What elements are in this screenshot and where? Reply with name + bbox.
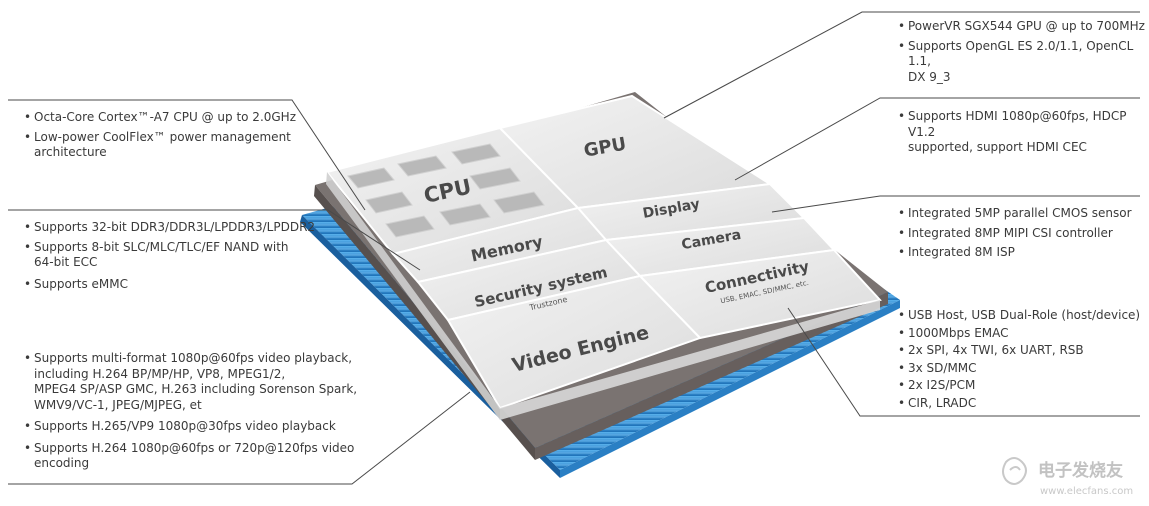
gpu-leader <box>663 11 1140 119</box>
cpu-core <box>365 191 413 214</box>
camera-callout: Integrated 5MP parallel CMOS sensor Inte… <box>898 206 1148 265</box>
video-engine-block <box>446 274 702 410</box>
connectivity-spec-1: USB Host, USB Dual-Role (host/device) <box>898 308 1148 324</box>
cpu-core <box>347 167 395 189</box>
watermark-logo-icon: 电子发烧友 www.elecfans.com <box>1002 457 1133 497</box>
connectivity-callout: USB Host, USB Dual-Role (host/device) 10… <box>898 308 1148 413</box>
connectivity-spec-3: 2x SPI, 4x TWI, 6x UART, RSB <box>898 343 1148 359</box>
video-leader <box>8 391 471 485</box>
memory-spec-2: Supports 8-bit SLC/MLC/TLC/EF NAND with … <box>24 240 324 271</box>
gpu-spec-2: Supports OpenGL ES 2.0/1.1, OpenCL 1.1, … <box>898 39 1148 86</box>
cpu-core <box>451 143 501 165</box>
cpu-spec-2: Low-power CoolFlex™ power management arc… <box>24 130 304 161</box>
cpu-core <box>385 215 435 238</box>
cpu-leader <box>8 99 366 211</box>
die-blocks <box>325 94 882 420</box>
video-spec-3: Supports H.264 1080p@60fps or 720p@120fp… <box>24 441 384 472</box>
connectivity-spec-5: 2x I2S/PCM <box>898 378 1148 394</box>
display-leader <box>734 97 1140 181</box>
memory-spec-3: Supports eMMC <box>24 277 324 293</box>
cpu-cores <box>347 143 545 238</box>
gpu-callout: PowerVR SGX544 GPU @ up to 700MHz Suppor… <box>898 19 1148 89</box>
leader-lines <box>8 11 1140 485</box>
video-callout: Supports multi-format 1080p@60fps video … <box>24 351 384 476</box>
cpu-spec-1: Octa-Core Cortex™-A7 CPU @ up to 2.0GHz <box>24 110 304 126</box>
camera-spec-3: Integrated 8M ISP <box>898 245 1148 261</box>
watermark-url: www.elecfans.com <box>1040 486 1133 497</box>
video-spec-1: Supports multi-format 1080p@60fps video … <box>24 351 384 413</box>
connectivity-spec-2: 1000Mbps EMAC <box>898 326 1148 342</box>
memory-leader <box>8 209 421 271</box>
cpu-callout: Octa-Core Cortex™-A7 CPU @ up to 2.0GHz … <box>24 110 304 165</box>
cpu-core <box>439 203 491 226</box>
connectivity-spec-6: CIR, LRADC <box>898 396 1148 412</box>
video-spec-2: Supports H.265/VP9 1080p@30fps video pla… <box>24 419 384 435</box>
display-callout: Supports HDMI 1080p@60fps, HDCP V1.2 sup… <box>898 109 1148 160</box>
connectivity-spec-4: 3x SD/MMC <box>898 361 1148 377</box>
display-spec-1: Supports HDMI 1080p@60fps, HDCP V1.2 sup… <box>898 109 1148 156</box>
watermark: 电子发烧友 www.elecfans.com <box>1000 452 1148 502</box>
cpu-core <box>397 155 447 177</box>
memory-spec-1: Supports 32-bit DDR3/DDR3L/LPDDR3/LPDDR2 <box>24 220 324 236</box>
watermark-name: 电子发烧友 <box>1038 460 1123 481</box>
gpu-spec-1: PowerVR SGX544 GPU @ up to 700MHz <box>898 19 1148 35</box>
memory-callout: Supports 32-bit DDR3/DDR3L/LPDDR3/LPDDR2… <box>24 220 324 296</box>
camera-leader <box>771 195 1140 213</box>
cpu-core <box>493 191 545 214</box>
camera-spec-1: Integrated 5MP parallel CMOS sensor <box>898 206 1148 222</box>
connectivity-leader <box>787 307 1140 417</box>
camera-spec-2: Integrated 8MP MIPI CSI controller <box>898 226 1148 242</box>
cpu-core <box>469 167 521 190</box>
